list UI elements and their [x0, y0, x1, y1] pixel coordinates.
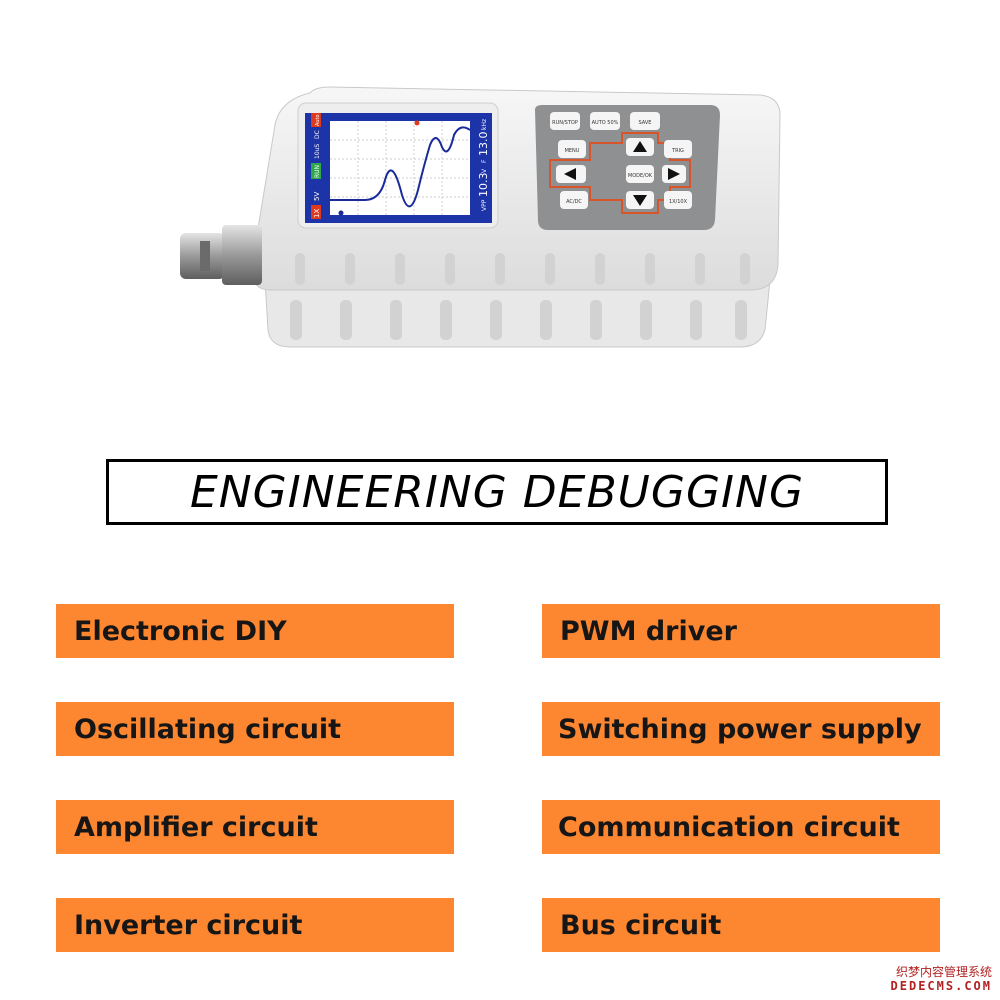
application-tag: Switching power supply	[542, 702, 940, 756]
down-arrow-button[interactable]	[626, 191, 654, 209]
up-arrow-button[interactable]	[626, 138, 654, 156]
up-arrow-icon	[633, 141, 647, 152]
application-tag: Communication circuit	[542, 800, 940, 854]
application-label: PWM driver	[560, 615, 737, 647]
mode-ok-button[interactable]: MODE/OK	[626, 165, 654, 183]
screen-freq-value: 13.0	[477, 132, 490, 157]
svg-text:MODE/OK: MODE/OK	[628, 173, 653, 179]
svg-text:SAVE: SAVE	[639, 120, 652, 126]
application-tag: PWM driver	[542, 604, 940, 658]
watermark-cn: 织梦内容管理系统	[895, 965, 992, 980]
svg-text:AUTO 50%: AUTO 50%	[592, 120, 619, 126]
application-label: Switching power supply	[558, 713, 922, 745]
run-stop-button[interactable]: RUN/STOP	[550, 112, 580, 130]
application-tag: Inverter circuit	[56, 898, 454, 952]
application-label: Communication circuit	[558, 811, 900, 843]
screen-probe-label: 1X	[313, 209, 321, 218]
screen-time-div: 10uS	[314, 144, 321, 159]
left-arrow-icon	[564, 168, 576, 180]
screen-coupling: DC	[314, 130, 321, 139]
screen-freq-label: F	[481, 159, 488, 163]
left-arrow-button[interactable]	[556, 165, 586, 183]
screen-volts-div: 5V	[313, 192, 321, 201]
svg-text:TRIG: TRIG	[671, 148, 684, 154]
application-label: Oscillating circuit	[74, 713, 342, 745]
application-tag: Bus circuit	[542, 898, 940, 952]
screen-freq-unit: kHz	[481, 119, 488, 130]
application-label: Inverter circuit	[74, 909, 303, 941]
screen-vpp-label: VPP	[481, 199, 488, 211]
menu-button[interactable]: MENU	[558, 140, 586, 158]
ac-dc-button[interactable]: AC/DC	[560, 191, 588, 209]
application-label: Amplifier circuit	[74, 811, 318, 843]
application-tag: Electronic DIY	[56, 604, 454, 658]
application-tag: Amplifier circuit	[56, 800, 454, 854]
right-arrow-icon	[668, 168, 680, 180]
watermark-en: DEDECMS.COM	[890, 979, 992, 994]
oscilloscope-device-image: 1X 5V RUN 10uS DC Auto VPP 10.3 V F 13.0…	[180, 86, 781, 348]
auto-button[interactable]: AUTO 50%	[590, 112, 620, 130]
save-button[interactable]: SAVE	[630, 112, 660, 130]
screen-vpp-unit: V	[481, 168, 488, 173]
heading-title: ENGINEERING DEBUGGING	[189, 466, 805, 518]
svg-text:AC/DC: AC/DC	[566, 199, 582, 205]
svg-text:1X/10X: 1X/10X	[669, 199, 688, 205]
application-label: Bus circuit	[560, 909, 722, 941]
svg-text:MENU: MENU	[565, 148, 580, 154]
screen-trigger-tag: Auto	[315, 114, 321, 126]
bnc-connector	[180, 225, 262, 285]
screen-run-mode: RUN	[314, 165, 321, 178]
waveform-trace	[330, 126, 471, 208]
probe-ratio-button[interactable]: 1X/10X	[664, 191, 692, 209]
application-label: Electronic DIY	[74, 615, 287, 647]
watermark: 织梦内容管理系统 DEDECMS.COM	[891, 966, 992, 994]
grip-ribs	[290, 253, 750, 340]
right-arrow-button[interactable]	[662, 165, 686, 183]
svg-text:RUN/STOP: RUN/STOP	[552, 120, 578, 126]
down-arrow-icon	[633, 195, 647, 206]
application-tag: Oscillating circuit	[56, 702, 454, 756]
heading-box: ENGINEERING DEBUGGING	[106, 459, 888, 525]
screen-vpp-value: 10.3	[477, 173, 490, 198]
trig-button[interactable]: TRIG	[664, 140, 692, 158]
